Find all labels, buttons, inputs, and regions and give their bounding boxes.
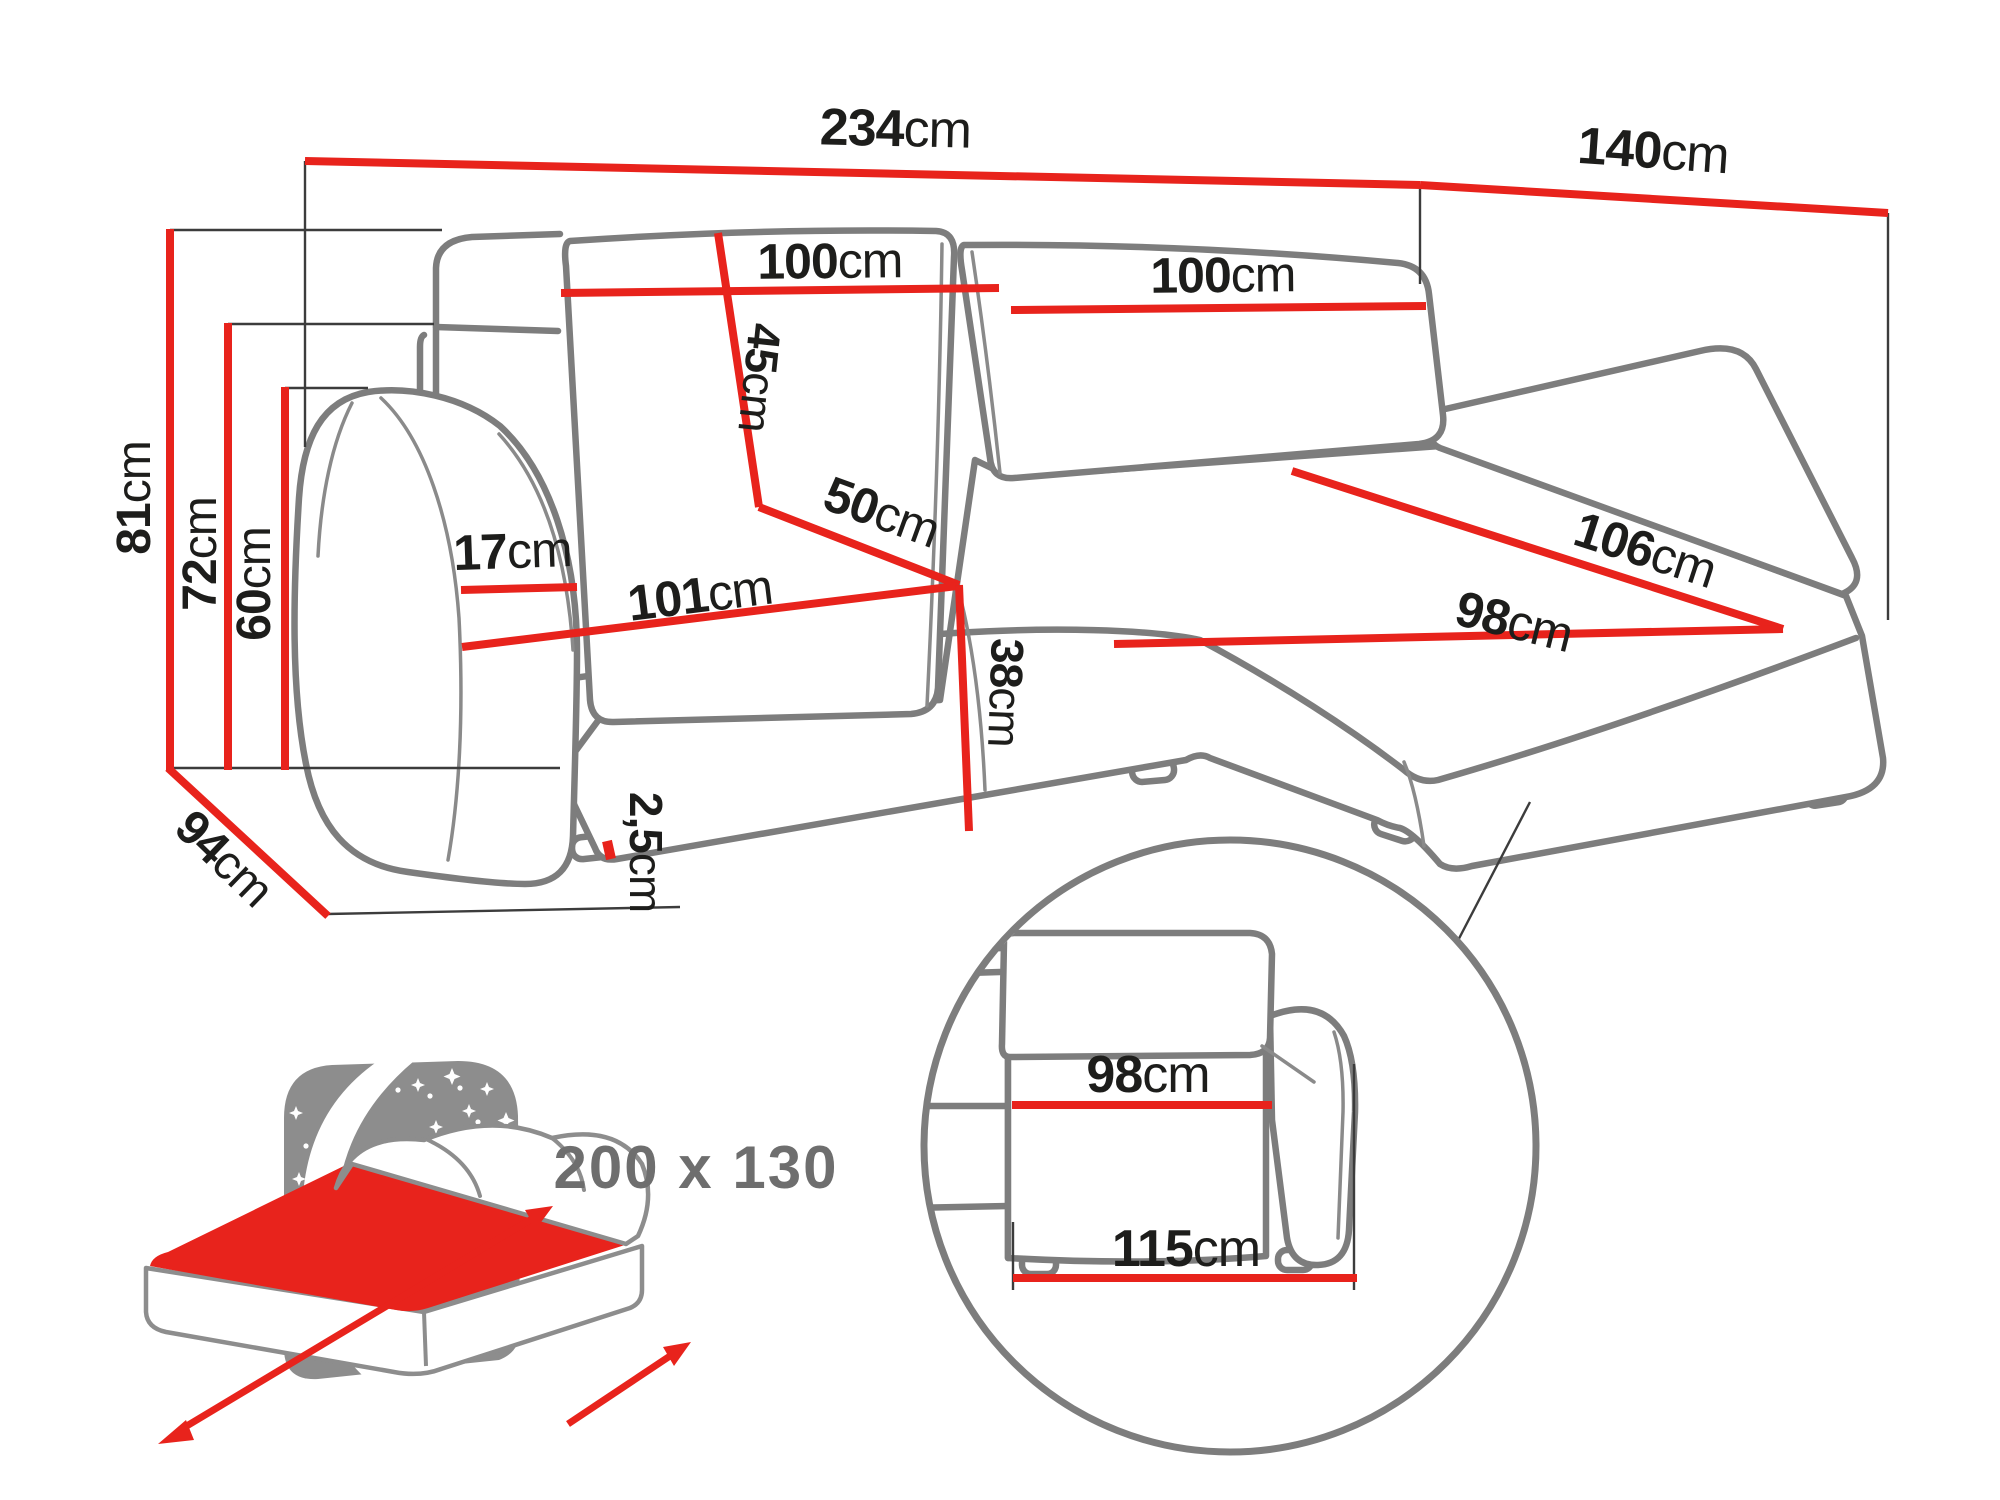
width-arrow-line: [178, 1210, 542, 1434]
dim-label-height-60: 60cm: [228, 527, 281, 640]
chaise-corner-seam: [1402, 760, 1426, 848]
dim-label-armrest-17: 17cm: [452, 521, 572, 581]
inset-cushion-fold: [1260, 1044, 1316, 1084]
mattress-base: [143, 1243, 645, 1377]
seat-face-seam: [957, 590, 987, 792]
armrest-crease-outer: [316, 401, 354, 558]
inset-armrest-crease: [1332, 1030, 1345, 1240]
dim-line-total-depth: [1419, 181, 1889, 217]
sleeping-area-arrows: [158, 1206, 691, 1444]
dimension-connectors: [170, 161, 1890, 916]
dim-line-seat-height-38: [955, 584, 973, 832]
inset-cut-line: [927, 1202, 1012, 1212]
dim-line-depth-94: [165, 765, 331, 919]
dim-label-back-cushion-right: 100cm: [1150, 246, 1296, 304]
dim-label-inset-115: 115cm: [1112, 1220, 1260, 1278]
width-arrowhead-left: [158, 1420, 194, 1444]
dim-label-seat-width-101: 101cm: [625, 558, 776, 631]
back-cushion-left: [561, 227, 958, 726]
armrest: [291, 387, 581, 888]
detail-inset: 98cm 115cm: [920, 801, 1540, 1456]
dim-line-cushion-height-45: [714, 232, 763, 508]
dim-label-height-81: 81cm: [108, 441, 161, 554]
back-panel-lower-edge: [416, 331, 428, 434]
dim-line-chaise-106: [1290, 467, 1785, 633]
mattress-corner-edge: [422, 1311, 428, 1367]
pillow-folds: [426, 1136, 586, 1198]
dim-label-seat-height-38: 38cm: [978, 637, 1034, 747]
dim-tick-clearance-25: [602, 839, 616, 861]
dim-label-height-72: 72cm: [174, 497, 227, 610]
mattress-top-red: [150, 1162, 628, 1312]
bed-moon-stars-icon: 200 x 130: [143, 1061, 839, 1444]
back-panel-edge: [432, 230, 564, 444]
dim-line-back-cushion-left: [560, 284, 1000, 297]
inset-cut-line: [927, 944, 1006, 956]
dim-line-back-cushion-right: [1010, 302, 1427, 314]
dim-label-clearance-25: 2,5cm: [620, 792, 672, 912]
dim-line-chaise-98: [1113, 625, 1784, 648]
dimension-lines: [165, 157, 1889, 919]
dim-line-seat-depth-50: [757, 503, 961, 589]
width-arrowhead-right: [525, 1206, 553, 1229]
inset-side-view: 98cm 115cm: [927, 929, 1359, 1290]
connector-94: [326, 905, 681, 916]
dim-line-armrest-17: [460, 583, 578, 594]
dim-label-total-width: 234cm: [819, 98, 971, 159]
dim-line-total-width: [304, 157, 1421, 189]
dim-label-total-depth: 140cm: [1576, 117, 1731, 185]
dim-label-cushion-height-45: 45cm: [728, 321, 791, 434]
armrest-crease-front: [379, 396, 463, 862]
inset-cut-line: [927, 968, 1004, 979]
length-arrowhead: [663, 1342, 691, 1366]
back-cushion-left-seam: [925, 242, 944, 708]
inset-back-cushion: [998, 929, 1276, 1061]
length-arrow-line: [566, 1349, 678, 1427]
armrest-crease-inner: [497, 432, 575, 652]
back-cushion-right-seam: [970, 250, 1002, 475]
dim-label-inset-98: 98cm: [1086, 1046, 1209, 1104]
dim-line-seat-width-101: [461, 582, 958, 651]
inset-leader-line: [1450, 801, 1532, 953]
dim-label-back-cushion-left: 100cm: [757, 232, 903, 290]
back-panel-seam: [432, 323, 562, 335]
sleeping-area-label: 200 x 130: [554, 1134, 839, 1201]
